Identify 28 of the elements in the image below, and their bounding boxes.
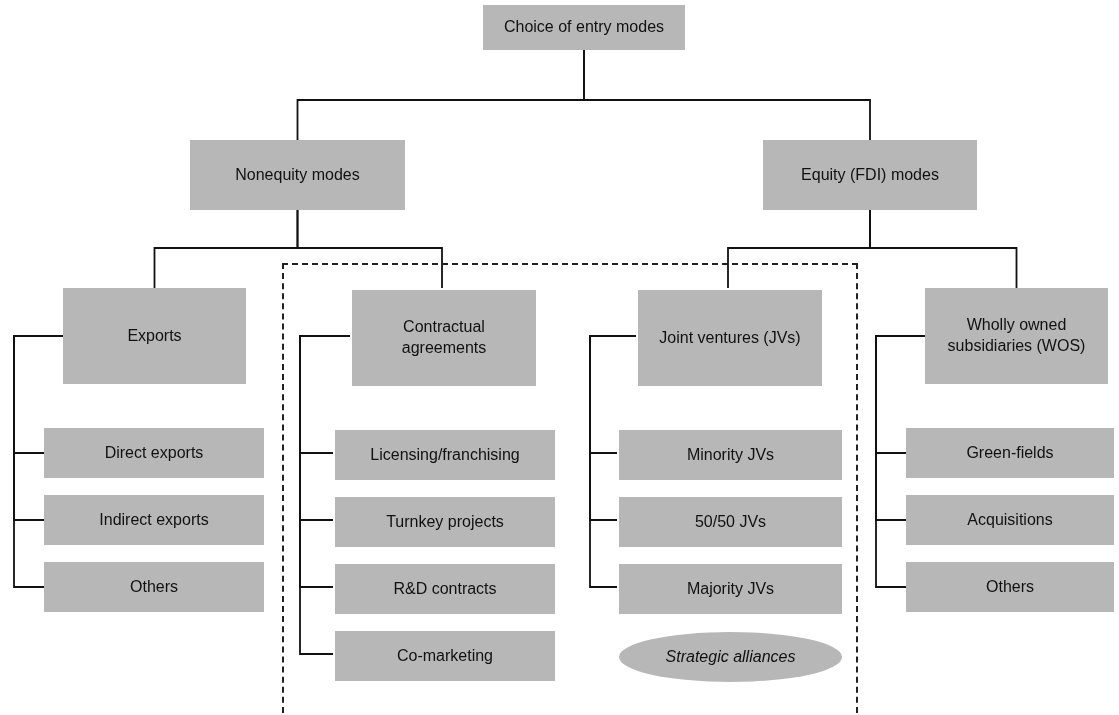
category-box: Minority JVs [619, 430, 842, 480]
category-box: Co-marketing [335, 631, 555, 681]
category-box: Others [44, 562, 264, 612]
category-box: Direct exports [44, 428, 264, 478]
category-box: Turnkey projects [335, 497, 555, 547]
ellipse-node: Strategic alliances [619, 632, 842, 682]
category-box: Licensing/franchising [335, 430, 555, 480]
category-box: Contractual agreements [352, 290, 536, 386]
category-box: Majority JVs [619, 564, 842, 614]
category-box: Acquisitions [906, 495, 1114, 545]
connector-line [583, 49, 871, 141]
connector-line [13, 335, 64, 588]
category-box: Nonequity modes [190, 140, 405, 210]
connector-line [296, 209, 443, 289]
connector-line [875, 335, 926, 588]
category-box: Exports [63, 288, 246, 384]
connector-line [589, 335, 637, 588]
category-box: R&D contracts [335, 564, 555, 614]
category-box: Indirect exports [44, 495, 264, 545]
category-box: Choice of entry modes [483, 5, 685, 50]
category-box: Equity (FDI) modes [763, 140, 977, 210]
category-box: Green-fields [906, 428, 1114, 478]
category-box: 50/50 JVs [619, 497, 842, 547]
category-box: Joint ventures (JVs) [638, 290, 822, 386]
connector-line [869, 209, 1018, 289]
category-box: Others [906, 562, 1114, 612]
dashed-group-frame [282, 263, 858, 715]
category-box: Wholly owned subsidiaries (WOS) [925, 288, 1108, 384]
